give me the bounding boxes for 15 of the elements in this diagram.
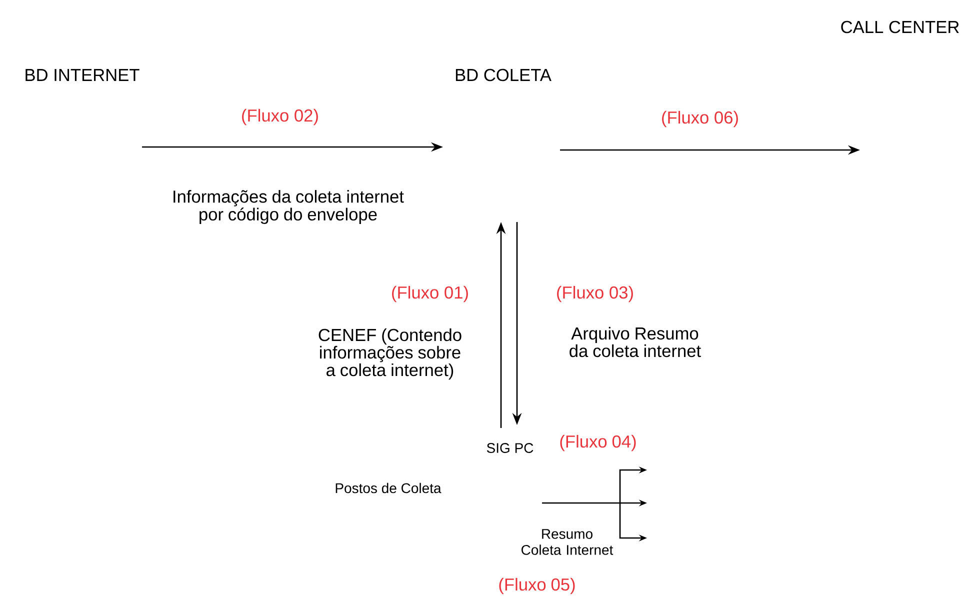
description-text: Informações da coleta internet por código do envelope: [174, 190, 404, 224]
description-text: Resumo Coleta Internet: [522, 529, 614, 555]
node-label: BD INTERNET: [26, 69, 140, 81]
node-label: CALL CENTER: [841, 20, 959, 34]
edge-label: (Fluxo 02): [240, 108, 320, 126]
description-text: CENEF (Contendo informações sobre a coleta internet): [318, 328, 462, 380]
node-label: BD COLETA: [456, 68, 552, 82]
description-text: Arquivo Resumo da coleta internet: [570, 326, 701, 358]
edge-label: (Fluxo 01): [390, 284, 470, 304]
node-label: Postos de Coleta: [336, 482, 442, 494]
flow-label: (Fluxo 05): [499, 578, 575, 594]
node-label: SIG PC: [486, 443, 534, 453]
flow-label: (Fluxo 04): [560, 434, 636, 452]
edge-label: (Fluxo 06): [660, 110, 740, 128]
edge-label: (Fluxo 03): [554, 284, 636, 304]
